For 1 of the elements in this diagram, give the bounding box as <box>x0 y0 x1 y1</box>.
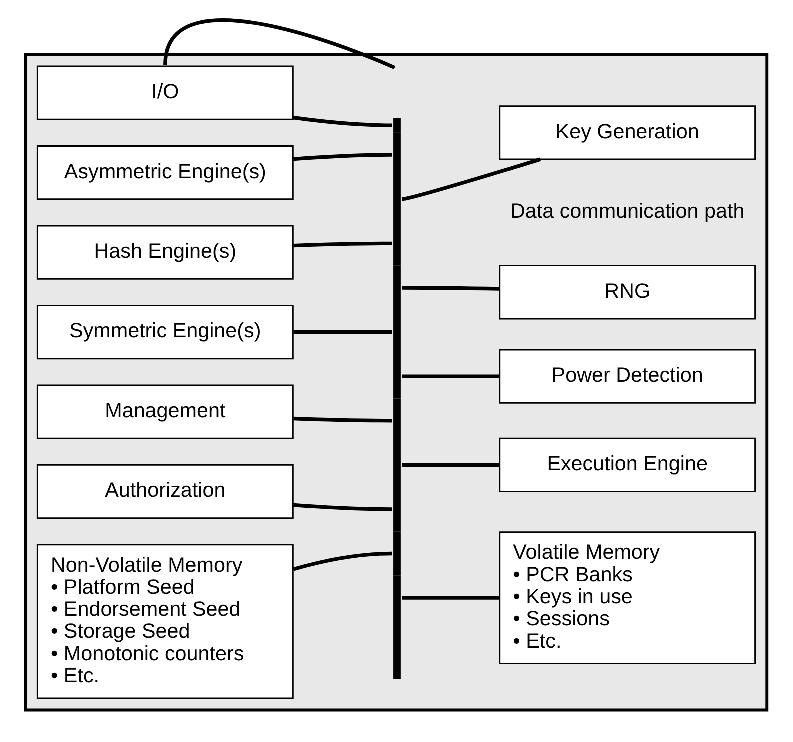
label: Data communication path <box>510 200 745 224</box>
